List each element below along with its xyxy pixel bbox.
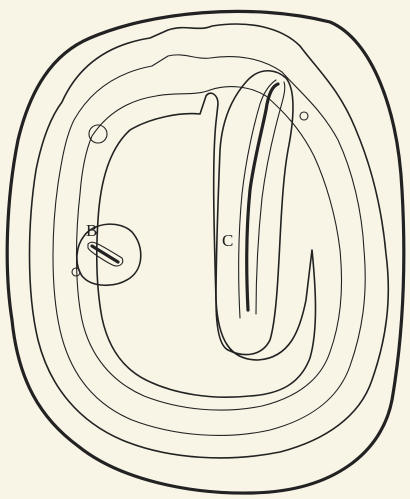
canal-c-lining-2: [256, 82, 285, 314]
label-b: B: [86, 221, 97, 240]
label-c: C: [222, 231, 233, 250]
nodule-lower-left: [72, 268, 80, 276]
ring-3: [77, 87, 342, 410]
canal-c-outer: [216, 71, 293, 355]
nodule-upper-right: [300, 112, 308, 120]
canal-c-lining: [239, 80, 276, 318]
inner-cavity: [97, 93, 316, 397]
